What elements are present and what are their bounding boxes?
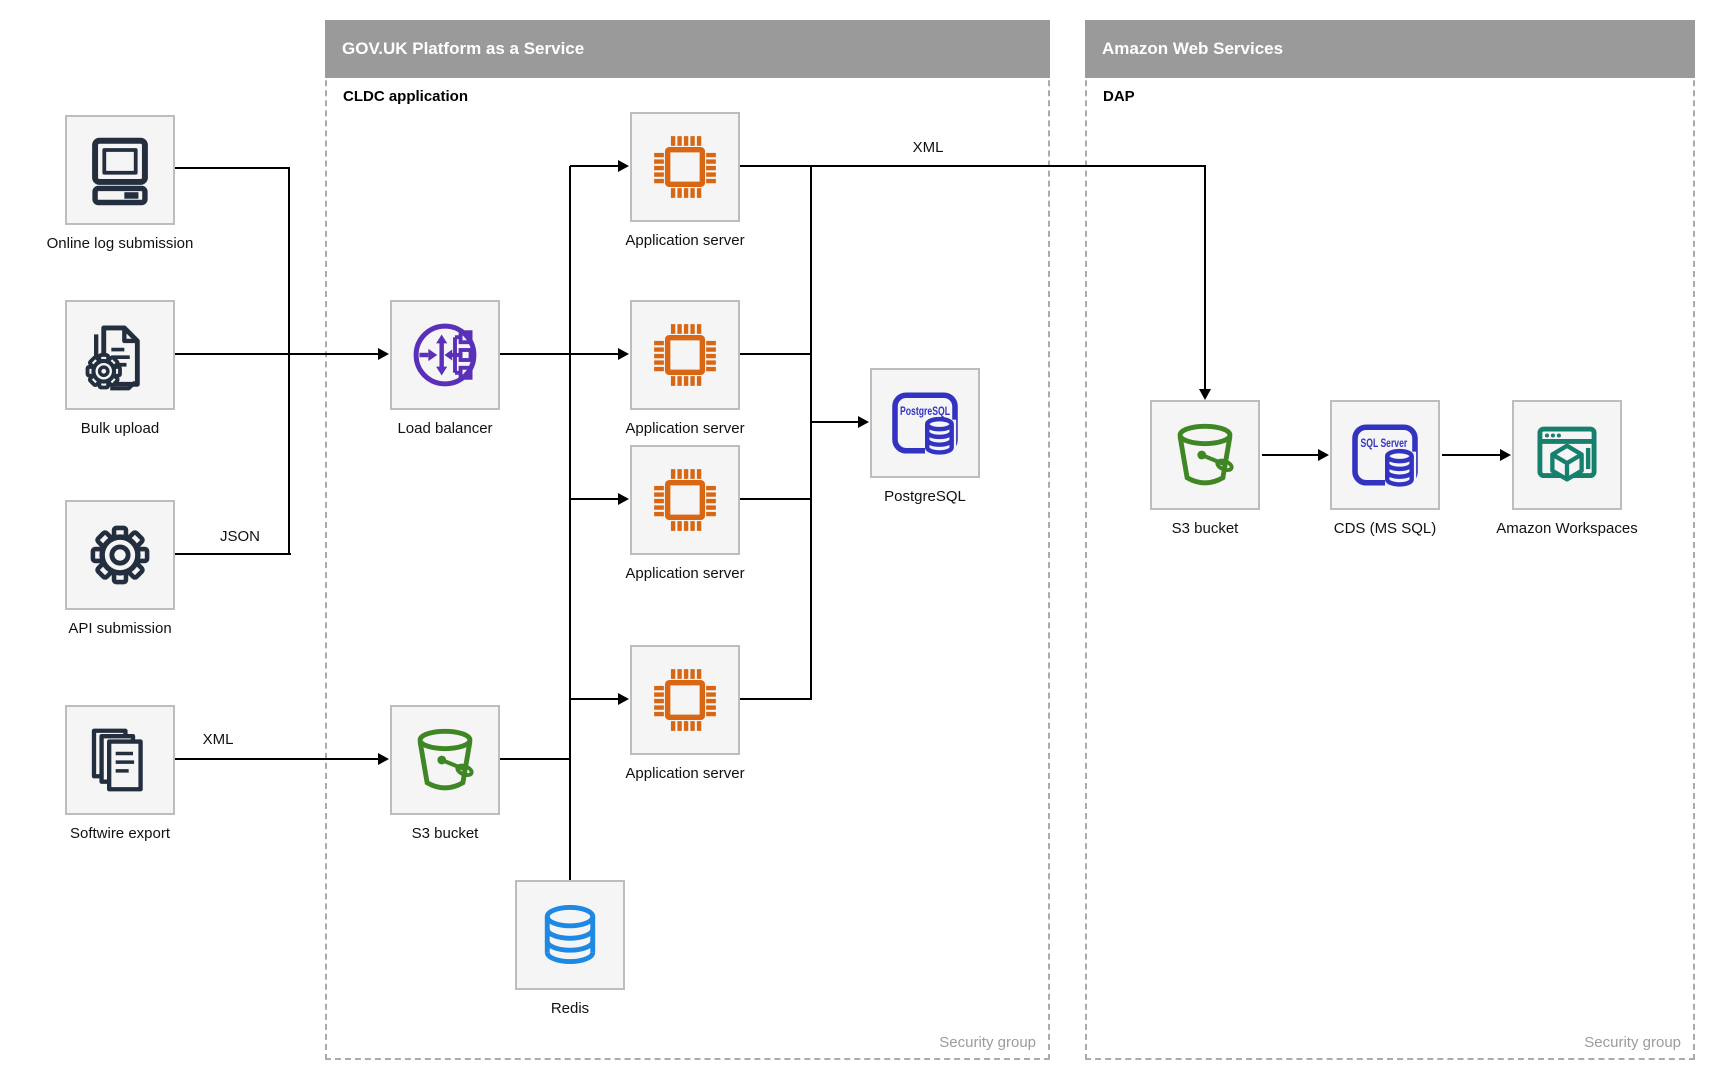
paas-security-group-label: Security group: [939, 1034, 1036, 1051]
node-label: Application server: [625, 765, 745, 782]
node-label: Redis: [550, 1000, 590, 1017]
desktop-computer-icon: [92, 137, 148, 206]
edge-line: [500, 353, 618, 355]
node-label: Load balancer: [397, 420, 493, 437]
s3-bucket-icon: [417, 728, 474, 791]
node-label: Application server: [625, 232, 745, 249]
edge-line: [500, 758, 571, 760]
node-s3-bucket-paas: [390, 705, 500, 815]
redis-database-icon: [544, 904, 596, 964]
paas-container-title: GOV.UK Platform as a Service: [325, 20, 1050, 78]
edge-arrow: [618, 693, 629, 705]
cpu-chip-icon: [654, 136, 716, 198]
edge-arrow: [618, 493, 629, 505]
node-label: Application server: [625, 420, 745, 437]
cpu-chip-icon: [654, 324, 716, 386]
workspaces-browser-cube-icon: [1537, 426, 1597, 482]
node-label: S3 bucket: [411, 825, 479, 842]
edge-arrow: [378, 753, 389, 765]
edge-line: [175, 553, 291, 555]
node-label: PostgreSQL: [884, 488, 966, 505]
cpu-chip-icon: [654, 469, 716, 531]
s3-bucket-icon: [1177, 423, 1234, 486]
edge-label-xml-softwire: XML: [202, 731, 234, 748]
node-label: Application server: [625, 565, 745, 582]
edge-line: [740, 353, 812, 355]
node-amazon-workspaces: [1512, 400, 1622, 510]
node-label: Softwire export: [69, 825, 171, 842]
edge-line: [810, 165, 812, 700]
node-label: API submission: [68, 620, 172, 637]
edge-line: [569, 166, 571, 880]
aws-container-title: Amazon Web Services: [1085, 20, 1695, 78]
document-gear-icon: [85, 325, 140, 391]
node-application-server-2: [630, 300, 740, 410]
postgresql-icon-text: PostgreSQL: [900, 404, 950, 418]
node-label: Amazon Workspaces: [1496, 520, 1638, 537]
aws-container: Amazon Web Services DAP Security group: [1085, 20, 1695, 1060]
edge-label-json: JSON: [219, 528, 260, 545]
node-s3-bucket-aws: [1150, 400, 1260, 510]
node-application-server-4: [630, 645, 740, 755]
node-redis: [515, 880, 625, 990]
edge-line: [740, 165, 1206, 167]
gear-icon: [90, 525, 150, 585]
edge-arrow: [1318, 449, 1329, 461]
edge-arrow: [378, 348, 389, 360]
node-softwire-export: [65, 705, 175, 815]
node-api-submission: [65, 500, 175, 610]
edge-line: [570, 698, 618, 700]
node-cds-ms-sql: SQL Server: [1330, 400, 1440, 510]
aws-security-group-label: Security group: [1584, 1034, 1681, 1051]
edge-line: [175, 353, 380, 355]
node-label: S3 bucket: [1171, 520, 1239, 537]
elastic-load-balancer-icon: [413, 323, 477, 387]
node-online-log-submission: [65, 115, 175, 225]
edge-arrow: [1199, 389, 1211, 400]
edge-label-xml-aws: XML: [912, 139, 944, 156]
sql-server-database-icon: SQL Server: [1352, 424, 1418, 487]
node-application-server-1: [630, 112, 740, 222]
edge-line: [570, 498, 618, 500]
cpu-chip-icon: [654, 669, 716, 731]
edge-line: [740, 498, 812, 500]
node-label: Bulk upload: [80, 420, 160, 437]
node-postgresql: PostgreSQL: [870, 368, 980, 478]
node-bulk-upload: [65, 300, 175, 410]
edge-line: [740, 698, 812, 700]
edge-line: [1204, 165, 1206, 389]
postgresql-database-icon: PostgreSQL: [892, 392, 958, 455]
node-label: CDS (MS SQL): [1333, 520, 1437, 537]
edge-line: [810, 421, 858, 423]
edge-arrow: [858, 416, 869, 428]
node-load-balancer: [390, 300, 500, 410]
edge-arrow: [618, 348, 629, 360]
sql-server-icon-text: SQL Server: [1361, 436, 1408, 450]
edge-line: [1262, 454, 1318, 456]
edge-line: [175, 758, 380, 760]
documents-stack-icon: [91, 728, 143, 792]
node-application-server-3: [630, 445, 740, 555]
edge-line: [175, 167, 290, 169]
node-label: Online log submission: [46, 235, 194, 252]
paas-container: GOV.UK Platform as a Service CLDC applic…: [325, 20, 1050, 1060]
edge-arrow: [618, 160, 629, 172]
paas-container-sublabel: CLDC application: [343, 88, 469, 105]
edge-arrow: [1500, 449, 1511, 461]
edge-line: [1442, 454, 1500, 456]
aws-container-sublabel: DAP: [1103, 88, 1135, 105]
edge-line: [288, 167, 290, 555]
edge-line: [570, 165, 618, 167]
